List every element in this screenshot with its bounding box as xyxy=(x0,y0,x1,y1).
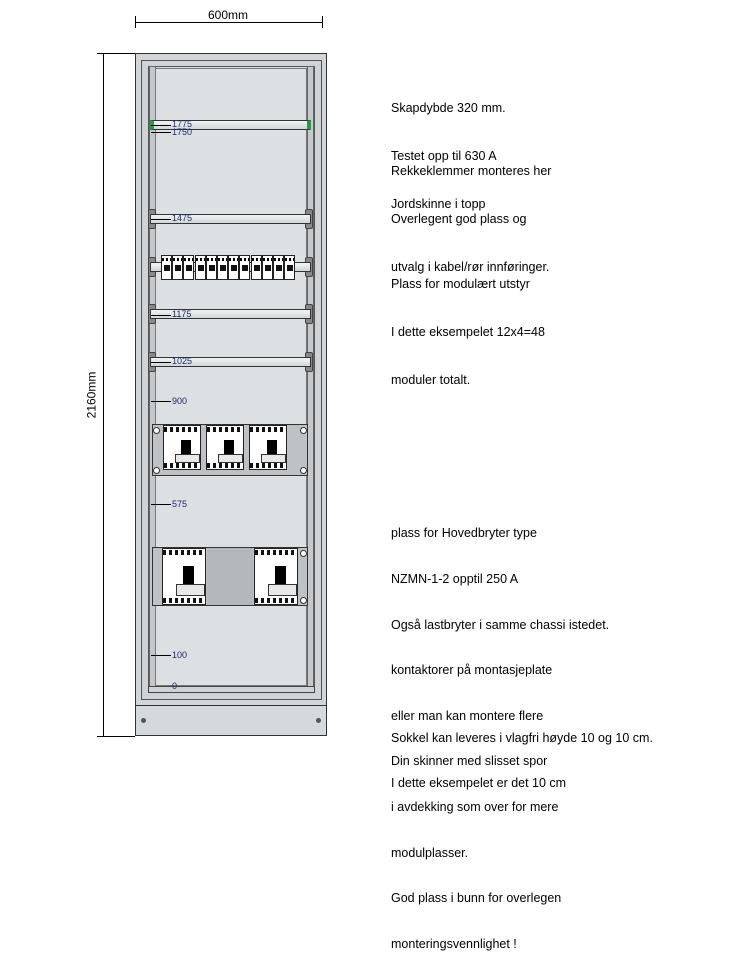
modular-device xyxy=(194,255,206,280)
width-dimension-tick xyxy=(322,16,323,28)
note-line: I dette eksempelet er det 10 cm xyxy=(391,776,567,790)
height-dimension-tick xyxy=(97,53,135,54)
note-line: modulplasser. xyxy=(391,845,469,860)
width-dimension-tick xyxy=(135,16,136,28)
modular-device xyxy=(172,255,184,280)
height-dimension-label: 2160mm xyxy=(84,371,99,419)
note-line: NZMN-1-2 opptil 250 A xyxy=(391,572,519,587)
mounting-hole xyxy=(300,467,307,474)
modular-device xyxy=(205,255,217,280)
note-top: Skapdybde 320 mm. Testet opp til 630 A J… xyxy=(391,68,506,228)
scale-tick xyxy=(151,219,171,220)
din-rail-1025 xyxy=(150,357,311,367)
din-rail-1175 xyxy=(150,309,311,319)
blank-plate xyxy=(207,548,253,605)
circuit-breaker xyxy=(162,548,206,605)
circuit-breaker xyxy=(249,425,287,470)
scale-label: 1475 xyxy=(172,213,193,223)
height-dimension-tick xyxy=(97,736,135,737)
scale-label: 1775 xyxy=(172,119,193,129)
scale-tick xyxy=(151,315,171,316)
mounting-hole xyxy=(153,427,160,434)
note-line: kontaktorer på montasjeplate xyxy=(391,663,553,678)
scale-label: 1750 xyxy=(172,127,193,137)
note-plinth: Sokkel kan leveres i vlagfri høyde 10 og… xyxy=(391,701,653,806)
circuit-breaker xyxy=(163,425,201,470)
note-line: Rekkeklemmer monteres her xyxy=(391,164,552,178)
scale-label: 1025 xyxy=(172,356,193,366)
scale-tick xyxy=(151,132,171,133)
note-modular: Plass for modulært utstyr I dette eksemp… xyxy=(391,244,545,404)
note-line: monteringsvennlighet ! xyxy=(391,936,517,951)
scale-tick xyxy=(151,655,171,656)
modular-device xyxy=(284,255,296,280)
note-line: I dette eksempelet 12x4=48 xyxy=(391,325,545,339)
din-rail-1475 xyxy=(150,214,311,224)
mounting-hole xyxy=(300,427,307,434)
note-line: God plass i bunn for overlegen xyxy=(391,891,562,906)
note-line: Jordskinne i topp xyxy=(391,197,486,211)
scale-tick xyxy=(151,362,171,363)
mounting-hole xyxy=(300,550,307,557)
note-line: Overlegent god plass og xyxy=(391,212,527,226)
scale-label: 100 xyxy=(172,650,188,660)
screw-icon xyxy=(141,718,146,723)
bottom-rail xyxy=(148,686,315,693)
note-line: Sokkel kan leveres i vlagfri høyde 10 og… xyxy=(391,731,653,745)
scale-tick xyxy=(151,125,171,126)
modular-device xyxy=(228,255,240,280)
screw-icon xyxy=(316,718,321,723)
scale-label: 900 xyxy=(172,396,188,406)
right-post xyxy=(307,66,314,693)
width-dimension-label: 600mm xyxy=(208,8,249,22)
modular-device xyxy=(239,255,251,280)
scale-label: 1175 xyxy=(172,309,192,319)
height-dimension-line xyxy=(103,53,104,736)
mounting-hole xyxy=(153,467,160,474)
scale-tick xyxy=(151,504,171,505)
note-line: Også lastbryter i samme chassi istedet. xyxy=(391,617,610,632)
note-line: utvalg i kabel/rør innføringer. xyxy=(391,260,550,274)
circuit-breaker xyxy=(254,548,298,605)
modular-device xyxy=(183,255,195,280)
modular-device xyxy=(273,255,284,280)
modular-device xyxy=(261,255,273,280)
note-line: plass for Hovedbryter type xyxy=(391,526,537,541)
note-terminals: Rekkeklemmer monteres her Overlegent god… xyxy=(391,131,551,291)
note-line: moduler totalt. xyxy=(391,373,471,387)
plinth xyxy=(135,705,327,736)
scale-tick xyxy=(151,401,171,402)
modular-device xyxy=(250,255,262,280)
scale-label: 575 xyxy=(172,499,188,509)
note-line: Testet opp til 630 A xyxy=(391,149,497,163)
scale-label: 0 xyxy=(172,681,178,691)
mounting-hole xyxy=(300,597,307,604)
note-line: Skapdybde 320 mm. xyxy=(391,101,506,115)
width-dimension-line xyxy=(135,22,323,23)
circuit-breaker xyxy=(206,425,244,470)
note-line: eller man kan montere flere xyxy=(391,708,544,723)
modular-device xyxy=(217,255,228,280)
modular-device xyxy=(161,255,172,280)
note-line: Plass for modulært utstyr xyxy=(391,277,530,291)
